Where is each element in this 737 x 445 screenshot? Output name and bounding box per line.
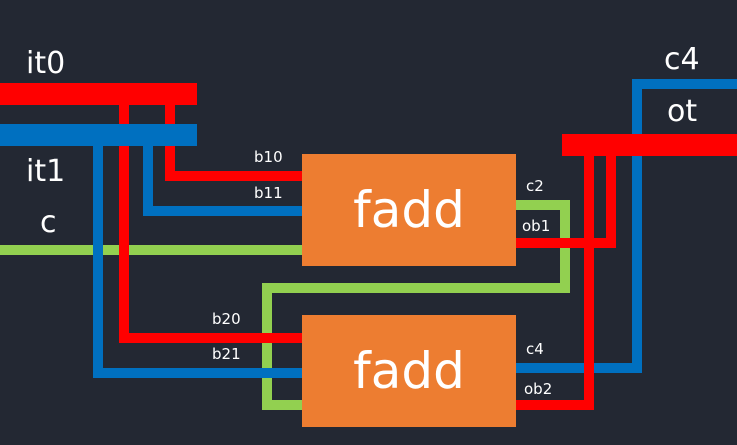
port-b21: b21 <box>212 345 241 363</box>
wire-ob1-to-ot <box>515 150 616 248</box>
port-ob1: ob1 <box>522 217 551 235</box>
fadd-block-1: fadd <box>302 154 516 266</box>
label-ot: ot <box>667 94 698 129</box>
label-c4-out: c4 <box>664 42 700 77</box>
bus-ot <box>562 134 737 156</box>
port-b20: b20 <box>212 310 241 328</box>
bus-it1 <box>0 124 197 146</box>
label-c: c <box>40 205 57 240</box>
label-it0: it0 <box>26 46 66 81</box>
port-c4: c4 <box>526 340 544 358</box>
fadd-block-2: fadd <box>302 315 516 427</box>
fadd-block-1-label: fadd <box>353 181 465 239</box>
port-b11: b11 <box>254 184 283 202</box>
wire-it1-to-b11 <box>143 140 305 216</box>
wire-it1-to-b21 <box>93 140 305 378</box>
bus-it0 <box>0 83 197 105</box>
wire-c4-out <box>515 79 737 373</box>
wire-c2-to-fadd2 <box>262 200 570 410</box>
port-c2: c2 <box>526 177 544 195</box>
port-ob2: ob2 <box>524 380 553 398</box>
fadd-block-2-label: fadd <box>353 342 465 400</box>
wire-it0-to-b20 <box>119 103 305 343</box>
wire-ob2-to-ot <box>515 150 594 410</box>
label-it1: it1 <box>26 154 66 189</box>
port-b10: b10 <box>254 148 283 166</box>
